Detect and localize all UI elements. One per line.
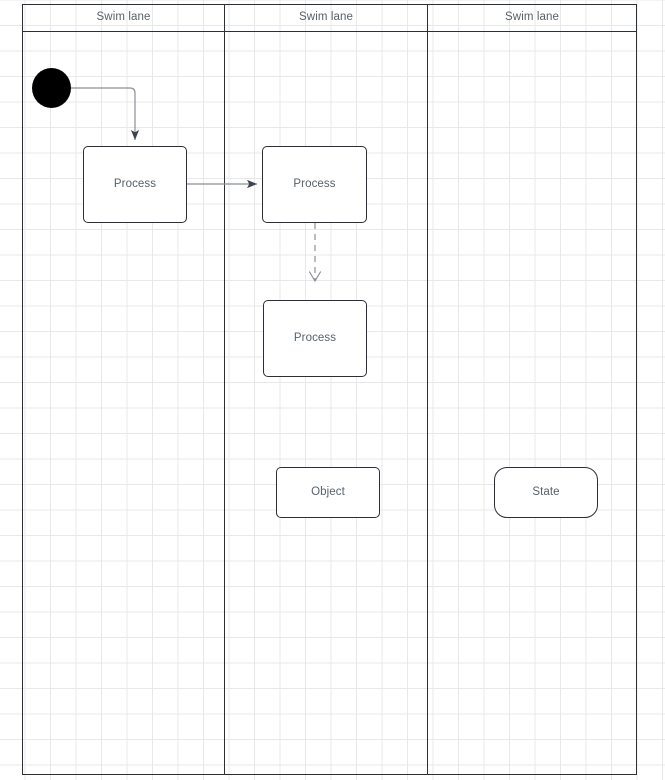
- swimlane-3-body[interactable]: [428, 32, 636, 774]
- swimlane-1-header[interactable]: Swim lane: [23, 5, 224, 32]
- state-node[interactable]: State: [494, 467, 598, 518]
- object-node[interactable]: Object: [276, 467, 380, 518]
- state-node-label: State: [532, 485, 560, 498]
- swimlane-2-body[interactable]: [225, 32, 427, 774]
- swimlane-1[interactable]: Swim lane: [23, 5, 224, 774]
- swimlane-3-title: Swim lane: [505, 11, 559, 24]
- swimlane-2-title: Swim lane: [299, 11, 353, 24]
- swimlane-pool[interactable]: Swim lane Swim lane Swim lane: [22, 4, 637, 775]
- connector-start-to-process-1[interactable]: [71, 87, 140, 140]
- swimlane-1-body[interactable]: [23, 32, 224, 774]
- start-node[interactable]: [32, 68, 71, 108]
- swimlane-1-title: Swim lane: [96, 11, 151, 24]
- swimlane-3[interactable]: Swim lane: [427, 5, 636, 774]
- object-node-label: Object: [311, 485, 345, 498]
- swimlane-2-header[interactable]: Swim lane: [225, 5, 427, 32]
- process-node-1[interactable]: Process: [83, 146, 187, 223]
- process-node-1-label: Process: [113, 177, 157, 190]
- swimlane-2[interactable]: Swim lane: [224, 5, 427, 774]
- process-node-3[interactable]: Process: [263, 300, 367, 377]
- process-node-2[interactable]: Process: [262, 146, 367, 223]
- process-node-2-label: Process: [293, 177, 336, 190]
- process-node-3-label: Process: [293, 331, 337, 344]
- swimlane-3-header[interactable]: Swim lane: [428, 5, 636, 32]
